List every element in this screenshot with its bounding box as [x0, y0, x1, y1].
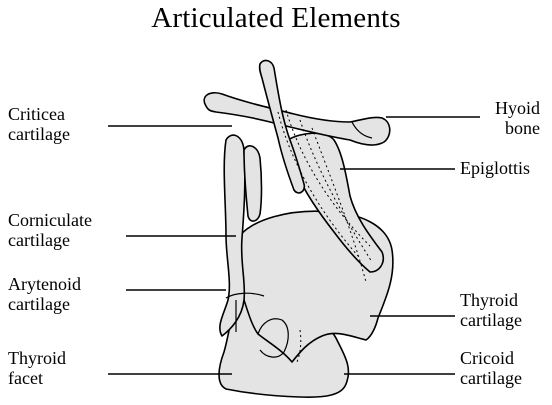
label-arytenoid-cartilage: Arytenoid cartilage [8, 274, 81, 314]
label-cricoid-cartilage: Cricoid cartilage [460, 348, 522, 388]
label-epiglottis: Epiglottis [460, 158, 530, 178]
label-hyoid-bone: Hyoid bone [480, 98, 540, 138]
label-corniculate-cartilage: Corniculate cartilage [8, 210, 92, 250]
label-thyroid-cartilage: Thyroid cartilage [460, 290, 522, 330]
label-criticea-cartilage: Criticea cartilage [8, 104, 70, 144]
corniculate-cartilage-shape [244, 146, 262, 221]
label-thyroid-facet: Thyroid facet [8, 348, 66, 388]
